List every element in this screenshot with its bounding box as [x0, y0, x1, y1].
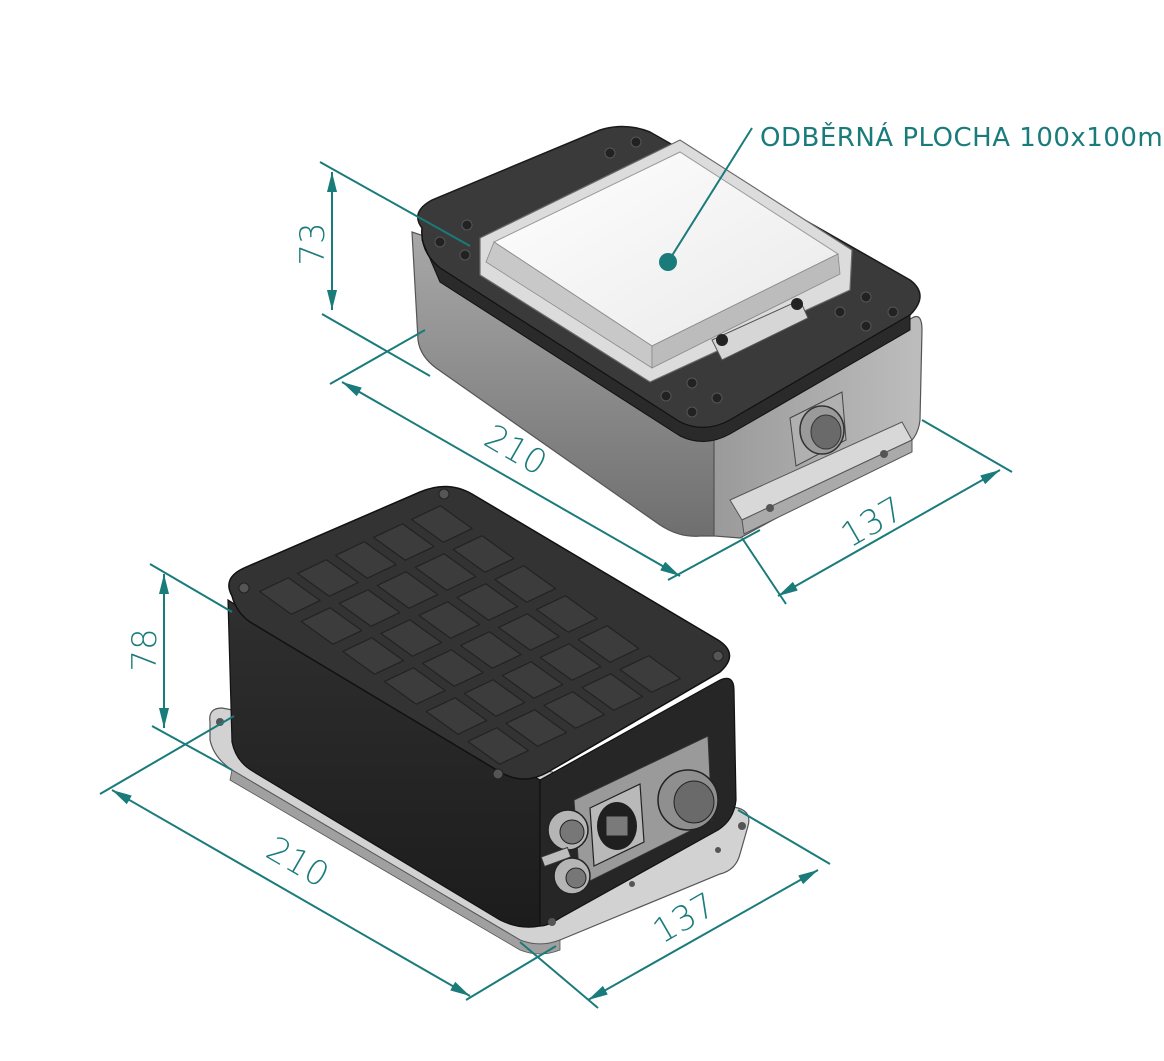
device-bottom	[209, 485, 750, 955]
bottom-height-dim: 78	[125, 628, 165, 671]
lid-pad	[425, 697, 488, 735]
lid-pad	[300, 607, 363, 645]
lid-pad	[463, 679, 526, 717]
lid-pad	[501, 661, 564, 699]
callout-dot-icon	[659, 253, 677, 271]
device-top	[411, 125, 923, 539]
lid-pad	[342, 637, 405, 675]
round-connector-icon	[657, 769, 719, 831]
lid-pad	[380, 619, 443, 657]
lid-pad	[539, 643, 602, 681]
small-connector-icon	[553, 857, 591, 895]
lid-pad	[383, 667, 446, 705]
lid-pad	[619, 655, 682, 693]
lid-pad	[497, 613, 560, 651]
lid-screws	[434, 136, 899, 418]
lid-pad	[505, 709, 568, 747]
lid-pad	[258, 577, 321, 615]
lid-pad	[456, 583, 519, 621]
lid-pad	[577, 625, 640, 663]
lid-pad	[338, 589, 401, 627]
callout-label: ODBĚRNÁ PLOCHA 100x100mm	[760, 121, 1164, 153]
top-connector-icon	[789, 391, 847, 467]
lid-pad	[535, 595, 598, 633]
lid-pad	[421, 649, 484, 687]
lid-pad	[376, 571, 439, 609]
connector-panel	[540, 735, 719, 895]
tray-latch	[711, 299, 809, 361]
top-height-dim: 73	[293, 222, 333, 265]
top-width-dim: 137	[834, 489, 910, 556]
bottom-length-dim: 210	[259, 829, 335, 896]
small-connector-icon	[547, 809, 589, 851]
lid-pad	[467, 727, 530, 765]
top-lid-edge	[421, 227, 911, 442]
lid-pad	[543, 691, 606, 729]
latch-screw-icon	[791, 298, 803, 310]
callout-leader	[667, 127, 753, 263]
dimensions	[99, 127, 1013, 1009]
lid-pad	[581, 673, 644, 711]
lid-pad	[459, 631, 522, 669]
lid-pad	[296, 559, 359, 597]
lid-pad	[418, 601, 481, 639]
latch-screw-icon	[716, 334, 728, 346]
